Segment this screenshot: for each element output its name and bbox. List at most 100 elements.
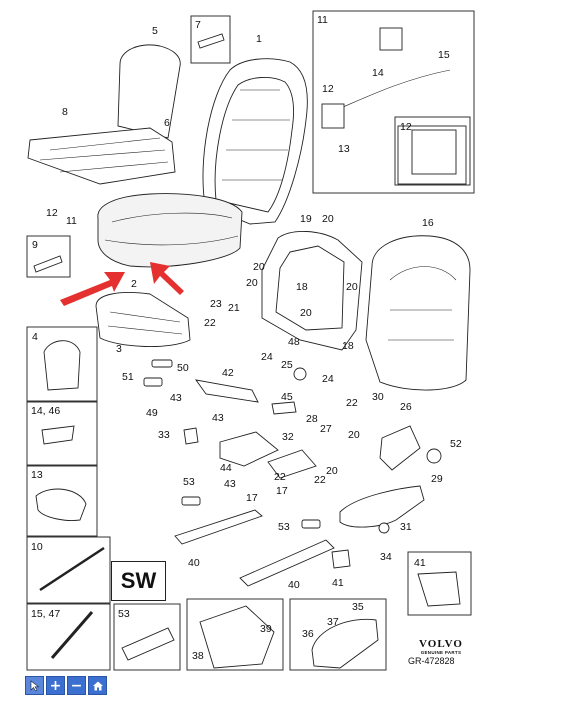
volvo-logo: VOLVO GENUINE PARTS	[412, 638, 470, 655]
callout-50: 50	[177, 362, 189, 374]
clip-45	[271, 401, 297, 415]
callout-9: 9	[32, 239, 38, 251]
clip-25	[293, 367, 307, 381]
callout-35: 35	[352, 601, 364, 613]
callout-14-46: 14, 46	[31, 405, 60, 417]
callout-11a: 11	[66, 215, 77, 227]
callout-43a: 43	[170, 392, 182, 404]
callout-3: 3	[116, 343, 122, 355]
callout-39: 39	[260, 623, 272, 635]
inset-box-35	[289, 598, 387, 671]
recliner-knob	[426, 448, 442, 464]
callout-8: 8	[62, 106, 68, 118]
inset-box-11	[312, 10, 475, 194]
callout-21: 21	[228, 302, 240, 314]
back-panel	[117, 44, 181, 139]
callout-22d: 22	[314, 474, 326, 486]
inset-box-9	[26, 235, 71, 278]
callout-12b: 12	[322, 83, 334, 95]
inset-box-15-47	[26, 603, 111, 671]
cushion-clip-2	[143, 377, 163, 387]
callout-40b: 40	[288, 579, 300, 591]
callout-51: 51	[122, 371, 134, 383]
callout-34: 34	[380, 551, 392, 563]
seat-back-cover	[202, 58, 308, 225]
callout-20g: 20	[348, 429, 360, 441]
motor-bracket-2	[267, 449, 317, 479]
callout-24b: 24	[322, 373, 334, 385]
callout-20d: 20	[346, 281, 358, 293]
home-icon[interactable]	[88, 676, 107, 695]
callout-20f: 20	[326, 465, 338, 477]
red-arrow-left	[60, 272, 125, 306]
inset-box-41	[407, 551, 472, 616]
callout-18a: 18	[296, 281, 308, 293]
connector-53b	[301, 519, 321, 529]
callout-20a: 20	[322, 213, 334, 225]
callout-24a: 24	[261, 351, 273, 363]
inset-box-38	[186, 598, 284, 671]
cushion-clip	[151, 359, 173, 368]
zoom-out-icon[interactable]: −	[67, 676, 86, 695]
callout-1: 1	[256, 33, 262, 45]
clip-41	[331, 549, 351, 569]
callout-13b: 13	[31, 469, 43, 481]
callout-45: 45	[281, 391, 293, 403]
callout-20c: 20	[246, 277, 258, 289]
callout-20e: 20	[300, 307, 312, 319]
clip-33	[183, 427, 199, 445]
callout-12c: 12	[400, 121, 412, 133]
red-arrow-right	[150, 262, 184, 295]
sw-badge: SW	[111, 561, 166, 601]
callout-18b: 18	[342, 340, 354, 352]
inset-box-10	[26, 536, 111, 604]
callout-30: 30	[372, 391, 384, 403]
inset-box-4	[26, 326, 98, 402]
inset-box-53	[113, 603, 181, 671]
callout-19: 19	[300, 213, 312, 225]
callout-49: 49	[146, 407, 158, 419]
callout-32: 32	[282, 431, 294, 443]
callout-5: 5	[152, 25, 158, 37]
brand-tagline: GENUINE PARTS	[420, 650, 462, 655]
inset-box-7	[190, 15, 231, 64]
callout-43b: 43	[212, 412, 224, 424]
callout-38: 38	[192, 650, 204, 662]
diagram-reference: GR-472828	[408, 656, 455, 666]
zoom-toolbar: + −	[25, 676, 107, 695]
callout-labels: 1 5 6 8 12 11 7 11 14 15 12 13 12 9 16 1…	[31, 14, 462, 662]
callout-53a: 53	[183, 476, 195, 488]
rail-bracket	[194, 379, 259, 403]
callout-12a: 12	[46, 207, 58, 219]
callout-2: 2	[131, 278, 137, 290]
callout-6: 6	[164, 117, 170, 129]
inset-box-14-46	[26, 401, 98, 466]
callout-53b: 53	[278, 521, 290, 533]
callout-4: 4	[32, 331, 38, 343]
callout-25: 25	[281, 359, 293, 371]
callout-29: 29	[431, 473, 443, 485]
cursor-icon[interactable]	[25, 676, 44, 695]
callout-27: 27	[320, 423, 332, 435]
callout-42: 42	[222, 367, 234, 379]
callout-52: 52	[450, 438, 462, 450]
inset-box-12	[394, 116, 471, 186]
brand-logo-text: VOLVO	[419, 638, 463, 650]
zoom-in-icon[interactable]: +	[46, 676, 65, 695]
callout-15-47: 15, 47	[31, 608, 60, 620]
callout-17b: 17	[246, 492, 258, 504]
callout-20b: 20	[253, 261, 265, 273]
callout-37: 37	[327, 616, 339, 628]
seat-track-left	[174, 509, 263, 545]
seat-side-cover	[339, 485, 425, 528]
callout-36: 36	[302, 628, 314, 640]
callout-48: 48	[288, 336, 300, 348]
seat-cushion	[97, 193, 243, 268]
callout-15a: 15	[438, 49, 450, 61]
callout-14a: 14	[372, 67, 384, 79]
connector-53	[181, 496, 201, 506]
callout-28: 28	[306, 413, 318, 425]
callout-41a: 41	[332, 577, 344, 589]
callout-53c: 53	[118, 608, 130, 620]
